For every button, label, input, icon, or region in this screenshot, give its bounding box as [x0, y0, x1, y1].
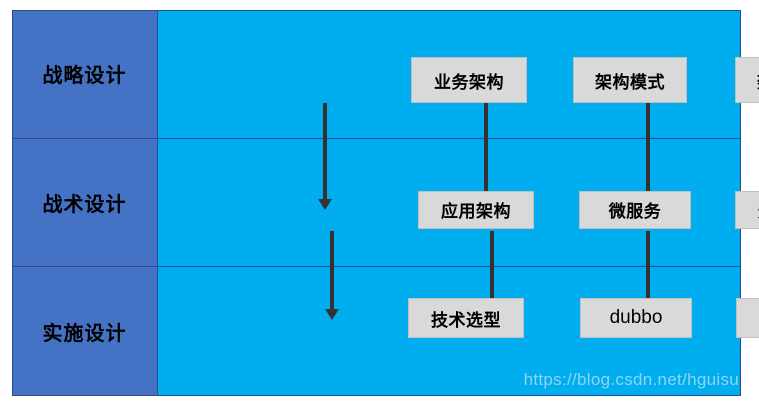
node-microservice[interactable]: 微服务 [579, 190, 691, 229]
row-label-implementation: 实施设计 [12, 267, 158, 396]
node-technology-selection[interactable]: 技术选型 [408, 298, 524, 339]
row-label-tactic: 战术设计 [12, 138, 158, 267]
row-label-strategy: 战略设计 [12, 10, 158, 138]
row-body-implementation: 技术选型 dubbo Hystrix [158, 267, 759, 396]
node-application-architecture[interactable]: 应用架构 [418, 190, 534, 229]
diagram-row-strategy: 战略设计 业务架构 架构模式 架构原则 [12, 10, 759, 139]
node-architecture-pattern[interactable]: 架构模式 [573, 57, 687, 103]
diagram-row-implementation: 实施设计 技术选型 dubbo Hystrix [12, 267, 759, 397]
node-dubbo[interactable]: dubbo [580, 298, 692, 339]
node-business-architecture[interactable]: 业务架构 [411, 57, 527, 103]
architecture-diagram: 战略设计 业务架构 架构模式 架构原则 战术设计 应用架构 微服务 熔断限流 实… [12, 10, 759, 397]
node-circuit-breaker-rate-limit[interactable]: 熔断限流 [735, 190, 759, 229]
diagram-row-tactic: 战术设计 应用架构 微服务 熔断限流 [12, 138, 759, 268]
row-body-tactic: 应用架构 微服务 熔断限流 [158, 138, 759, 267]
row-body-strategy: 业务架构 架构模式 架构原则 [158, 10, 759, 138]
node-hystrix[interactable]: Hystrix [736, 298, 759, 339]
watermark-text: https://blog.csdn.net/hguisu [523, 370, 739, 389]
node-architecture-principle[interactable]: 架构原则 [735, 57, 759, 103]
